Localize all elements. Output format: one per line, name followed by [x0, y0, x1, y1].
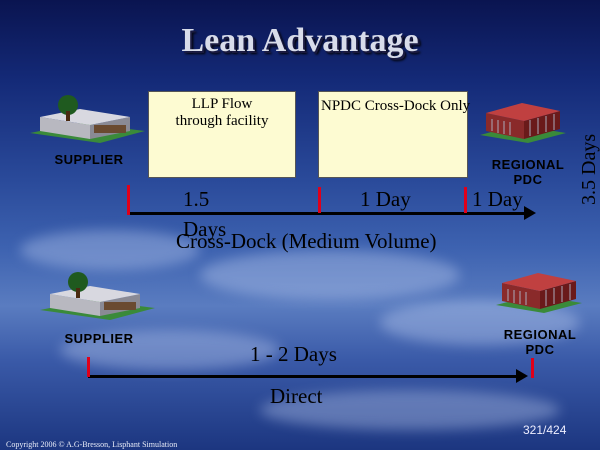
segment-2-days: 1 Day	[360, 187, 411, 211]
cloud	[260, 390, 560, 430]
timeline-arrow-top	[128, 212, 526, 215]
tick-npdc	[318, 187, 321, 213]
cloud	[200, 250, 460, 300]
warehouse-icon	[30, 95, 145, 143]
warehouse-icon-bottom	[40, 272, 155, 320]
regional-pdc-label-top: REGIONAL PDC	[478, 157, 578, 187]
regional-line2-bottom: PDC	[525, 342, 555, 357]
segment-1-days: 1.5	[183, 187, 210, 211]
supplier-label-bottom: SUPPLIER	[64, 331, 134, 346]
tick-regional-bottom	[531, 358, 534, 378]
timeline-arrow-bottom	[88, 375, 518, 378]
page-number: 321/424	[523, 423, 567, 437]
cloud	[20, 230, 200, 270]
pdc-building-icon	[480, 103, 566, 143]
direct-caption: Direct	[270, 384, 323, 408]
tick-supplier-top	[127, 185, 130, 215]
slide-title: Lean Advantage	[181, 22, 419, 59]
regional-pdc-label-bottom: REGIONAL PDC	[490, 327, 590, 357]
total-days-label: 3.5 Days	[578, 133, 600, 205]
direct-duration: 1 - 2 Days	[250, 342, 337, 366]
regional-line1: REGIONAL	[491, 157, 565, 172]
segment-3-days: 1 Day	[472, 187, 523, 211]
copyright: Copyright 2006 © A.G-Bresson, Lisphant S…	[6, 440, 178, 449]
tick-supplier-bottom	[87, 357, 90, 377]
regional-line1-bottom: REGIONAL	[503, 327, 577, 342]
cloud	[60, 330, 280, 370]
arrow-head-top	[524, 206, 536, 220]
segment-1-days-unit: Days	[183, 217, 227, 241]
arrow-head-bottom	[516, 369, 528, 383]
llp-flow-line1: LLP Flow	[191, 96, 253, 112]
llp-flow-line2: through facility	[175, 113, 269, 129]
npdc-label: NPDC Cross-Dock Only	[321, 98, 471, 114]
regional-line2: PDC	[513, 172, 543, 187]
llp-flow-box: LLP Flow through facility	[148, 91, 296, 178]
crossdock-caption: Cross-Dock (Medium Volume)	[176, 229, 437, 253]
pdc-building-icon-bottom	[496, 273, 582, 313]
tick-regional-top	[464, 187, 467, 213]
supplier-label-top: SUPPLIER	[54, 152, 124, 167]
npdc-box: NPDC Cross-Dock Only	[318, 91, 471, 178]
